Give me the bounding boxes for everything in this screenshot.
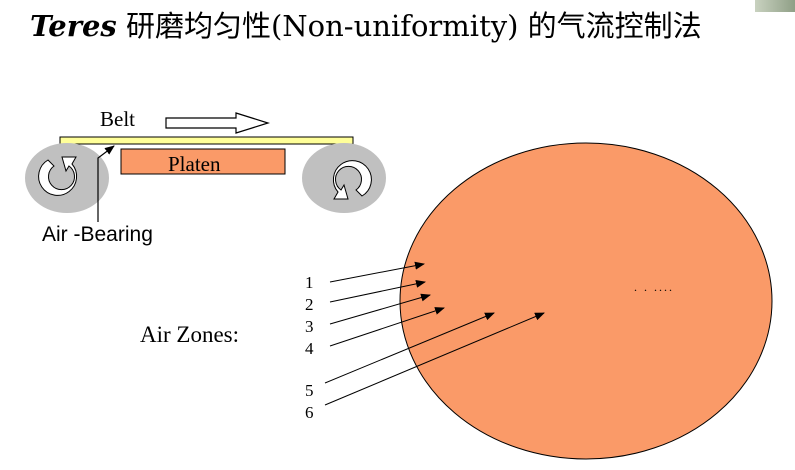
left-roller-rotation-icon bbox=[38, 156, 78, 196]
platen-label: Platen bbox=[168, 152, 221, 176]
platen bbox=[120, 148, 286, 175]
zone-5-arrow bbox=[324, 312, 495, 384]
page-title: Teres 研磨均匀性(Non-uniformity) 的气流控制法 bbox=[30, 6, 702, 46]
zone-4-arrow bbox=[329, 307, 445, 347]
air-bearing-label: Air -Bearing bbox=[42, 223, 153, 246]
zone-number-4: 4 bbox=[305, 339, 314, 358]
zone-1-arrow bbox=[329, 261, 425, 283]
zone-2-arrow bbox=[329, 279, 426, 303]
zone-6-arrow bbox=[324, 312, 545, 406]
zone-number-2: 2 bbox=[305, 295, 314, 314]
right-roller-rotation-icon bbox=[332, 160, 372, 200]
left-roller bbox=[25, 143, 109, 213]
zone-number-5: 5 bbox=[305, 381, 314, 400]
zone-number-3: 3 bbox=[305, 317, 314, 336]
continuation-dots: . . .... bbox=[634, 280, 674, 294]
zone-number-1: 1 bbox=[305, 273, 314, 292]
zone-3-arrow bbox=[329, 293, 431, 325]
zone-number-6: 6 bbox=[305, 403, 314, 422]
belt bbox=[59, 136, 354, 145]
title-text: 研磨均匀性(Non-uniformity) 的气流控制法 bbox=[116, 9, 702, 43]
right-roller bbox=[302, 143, 386, 213]
platen-wafer-circle bbox=[399, 142, 773, 460]
belt-label: Belt bbox=[100, 107, 135, 131]
belt-direction-arrow bbox=[165, 112, 271, 134]
air-zones-label: Air Zones: bbox=[140, 322, 240, 347]
air-bearing-pointer bbox=[97, 145, 115, 222]
title-brand: Teres bbox=[30, 9, 117, 43]
corner-decoration bbox=[755, 0, 795, 12]
